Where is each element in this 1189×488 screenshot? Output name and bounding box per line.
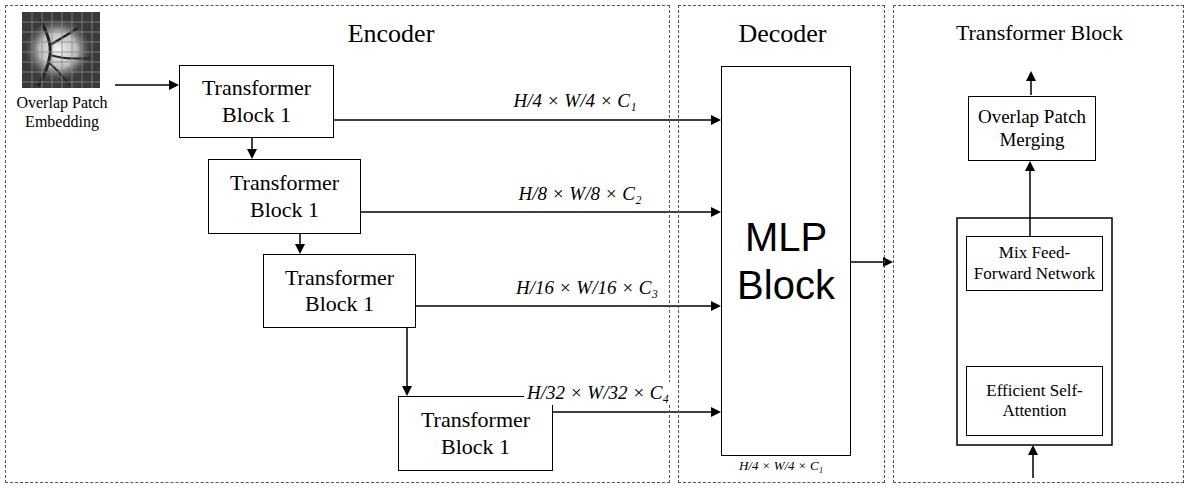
block-frame [957, 218, 1112, 445]
patch-merging-box: Overlap Patch Merging [968, 96, 1096, 161]
feed-forward-box: Mix Feed-Forward Network [966, 236, 1103, 291]
embedding-image: Overlap Patch Embedding [9, 13, 115, 131]
tensor-size: H/32 × W/32 × C₄ [524, 382, 672, 405]
tensor-size: H/16 × W/16 × C₃ [513, 277, 661, 300]
connector-arrow [416, 301, 721, 311]
box-label: Transformer Block 1 [270, 265, 409, 318]
mlp-block: MLP Block [721, 66, 851, 456]
tensor-size: H/4 × W/4 × C₁ [510, 90, 639, 113]
transformer-block: Transformer Block 1 [208, 159, 361, 234]
box-label: Overlap Patch Merging [975, 106, 1089, 152]
output-size: H/4 × W/4 × C₁ [736, 458, 826, 474]
connector-arrow [851, 257, 893, 267]
connector-arrow [361, 207, 721, 217]
input-arrow [1028, 445, 1038, 478]
output-arrow [1026, 71, 1036, 95]
connector-arrow [1025, 161, 1035, 236]
connector-arrow [553, 407, 721, 417]
connector-arrow [334, 115, 721, 125]
transformer-block: Transformer Block 1 [179, 65, 334, 138]
box-label: Mix Feed-Forward Network [973, 243, 1096, 284]
transformer-block-panel: Transformer BlockOverlap Patch MergingMi… [893, 5, 1184, 483]
connector-arrow [247, 138, 257, 159]
attention-box: Efficient Self-Attention [966, 366, 1103, 436]
panel-title: Transformer Block [894, 20, 1185, 46]
tensor-size: H/8 × W/8 × C₂ [515, 183, 644, 206]
box-label: Transformer Block 1 [186, 75, 327, 128]
box-label: Efficient Self-Attention [973, 381, 1096, 422]
image-caption: Overlap Patch Embedding [9, 93, 115, 131]
box-label: Transformer Block 1 [405, 407, 546, 460]
encoder-panel: EncoderOverlap Patch EmbeddingTransforme… [5, 5, 670, 483]
decoder-panel: DecoderMLP Block [678, 5, 885, 483]
connector-arrow [295, 234, 305, 254]
fundus-image [22, 12, 100, 88]
box-label: MLP Block [728, 213, 844, 309]
panel-title: Encoder [291, 18, 491, 49]
connector-arrow [115, 80, 179, 90]
panel-title: Decoder [679, 18, 886, 49]
box-label: Transformer Block 1 [215, 170, 354, 223]
connector-arrow [402, 328, 412, 396]
transformer-block: Transformer Block 1 [263, 254, 416, 328]
transformer-block: Transformer Block 1 [398, 396, 553, 471]
